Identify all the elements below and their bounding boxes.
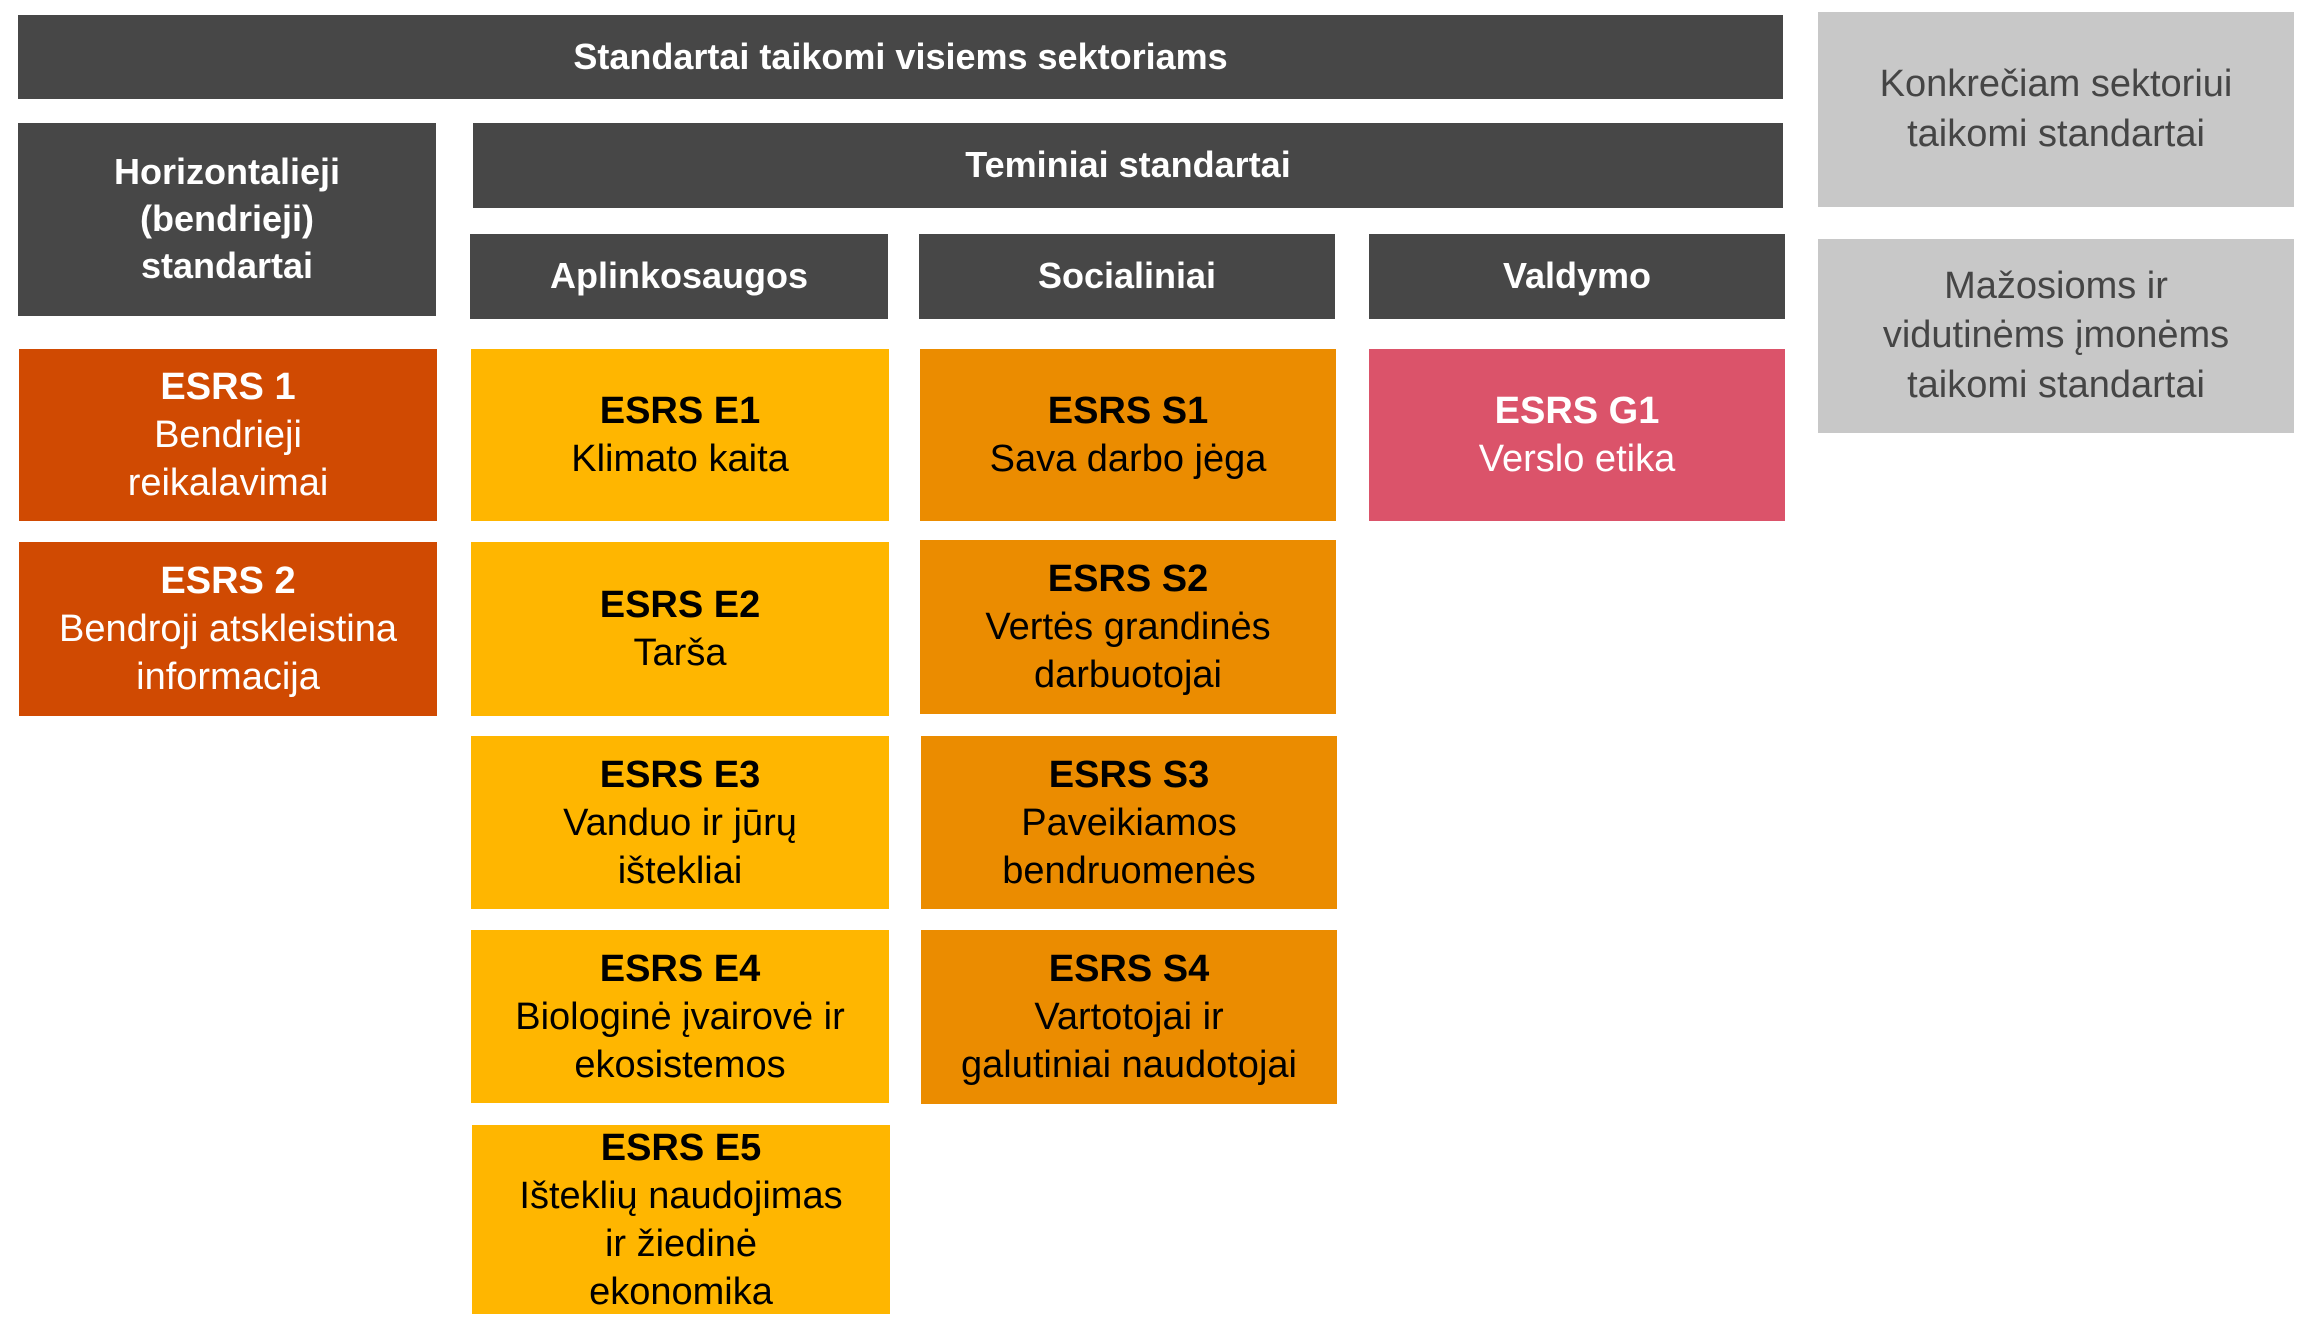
card-title-line: Sava darbo jėga: [989, 438, 1267, 480]
category-social-label: Socialiniai: [1037, 255, 1217, 297]
card-code: ESRS E5: [600, 1126, 762, 1169]
thematic-label: Teminiai standartai: [965, 144, 1291, 186]
sector-specific-line: Konkrečiam sektoriui: [1879, 63, 2233, 106]
sme-line: Mažosioms ir: [1944, 264, 2168, 307]
card-title-line: Verslo etika: [1478, 438, 1676, 480]
card-title-line: Vertės grandinės: [985, 606, 1271, 648]
card-code: ESRS E1: [599, 390, 761, 432]
sme-line: vidutinėms įmonėms: [1882, 314, 2230, 357]
card-title-line: ekonomika: [589, 1270, 773, 1313]
card-title-line: darbuotojai: [1033, 654, 1223, 696]
sector-specific-line: taikomi standartai: [1907, 112, 2205, 155]
card-title-line: reikalavimai: [127, 462, 329, 504]
card-title-line: Paveikiamos: [1021, 801, 1237, 844]
card-code: ESRS S3: [1048, 753, 1210, 796]
category-environmental: Aplinkosaugos: [470, 234, 888, 319]
sector-specific-standards-box: Konkrečiam sektoriui taikomi standartai: [1818, 12, 2294, 207]
card-code: ESRS G1: [1494, 390, 1660, 432]
category-social: Socialiniai: [919, 234, 1335, 319]
sme-standards-box: Mažosioms ir vidutinėms įmonėms taikomi …: [1818, 239, 2294, 433]
card-title-line: Bendrieji: [154, 414, 302, 456]
category-governance-label: Valdymo: [1502, 255, 1652, 297]
category-environmental-label: Aplinkosaugos: [549, 255, 809, 297]
esrs-s4-card: ESRS S4 Vartotojai ir galutiniai naudoto…: [921, 930, 1337, 1104]
card-title-line: ir žiedinė: [604, 1222, 758, 1265]
card-title-line: Klimato kaita: [571, 438, 789, 480]
esrs-1-card: ESRS 1 Bendrieji reikalavimai: [19, 349, 437, 521]
thematic-standards-header: Teminiai standartai: [473, 123, 1783, 208]
card-title-line: Bendroji atskleistina: [59, 608, 397, 650]
esrs-s3-card: ESRS S3 Paveikiamos bendruomenės: [921, 736, 1337, 909]
card-title-line: informacija: [136, 656, 320, 698]
esrs-g1-card: ESRS G1 Verslo etika: [1369, 349, 1785, 521]
category-governance: Valdymo: [1369, 234, 1785, 319]
card-title-line: Vartotojai ir: [1034, 996, 1224, 1038]
horizontal-line: (bendrieji): [139, 198, 314, 240]
card-code: ESRS S4: [1048, 948, 1210, 990]
card-title-line: galutiniai naudotojai: [961, 1044, 1297, 1086]
card-code: ESRS E2: [599, 584, 761, 626]
card-code: ESRS S2: [1047, 558, 1209, 600]
card-title-line: Biologinė įvairovė ir: [515, 995, 845, 1038]
sme-line: taikomi standartai: [1907, 363, 2205, 406]
all-sectors-label: Standartai taikomi visiems sektoriams: [573, 35, 1228, 77]
horizontal-line: standartai: [140, 244, 314, 286]
card-title-line: bendruomenės: [1002, 849, 1256, 892]
card-title-line: Išteklių naudojimas: [519, 1174, 843, 1217]
card-code: ESRS 1: [160, 366, 296, 408]
esrs-s1-card: ESRS S1 Sava darbo jėga: [920, 349, 1336, 521]
card-code: ESRS E3: [599, 753, 761, 796]
card-code: ESRS 2: [160, 560, 296, 602]
all-sectors-header: Standartai taikomi visiems sektoriams: [18, 15, 1783, 99]
esrs-e3-card: ESRS E3 Vanduo ir jūrų ištekliai: [471, 736, 889, 909]
esrs-2-card: ESRS 2 Bendroji atskleistina informacija: [19, 542, 437, 716]
card-title-line: Tarša: [633, 632, 727, 674]
card-title-line: ištekliai: [617, 849, 743, 892]
card-title-line: Vanduo ir jūrų: [563, 801, 797, 844]
esrs-e4-card: ESRS E4 Biologinė įvairovė ir ekosistemo…: [471, 930, 889, 1103]
horizontal-standards-header: Horizontalieji (bendrieji) standartai: [18, 123, 436, 316]
esrs-e1-card: ESRS E1 Klimato kaita: [471, 349, 889, 521]
esrs-e2-card: ESRS E2 Tarša: [471, 542, 889, 716]
card-code: ESRS E4: [599, 947, 761, 990]
card-title-line: ekosistemos: [574, 1043, 786, 1086]
esrs-e5-card: ESRS E5 Išteklių naudojimas ir žiedinė e…: [472, 1125, 890, 1314]
horizontal-line: Horizontalieji: [113, 151, 341, 193]
card-code: ESRS S1: [1047, 390, 1209, 432]
esrs-s2-card: ESRS S2 Vertės grandinės darbuotojai: [920, 540, 1336, 714]
